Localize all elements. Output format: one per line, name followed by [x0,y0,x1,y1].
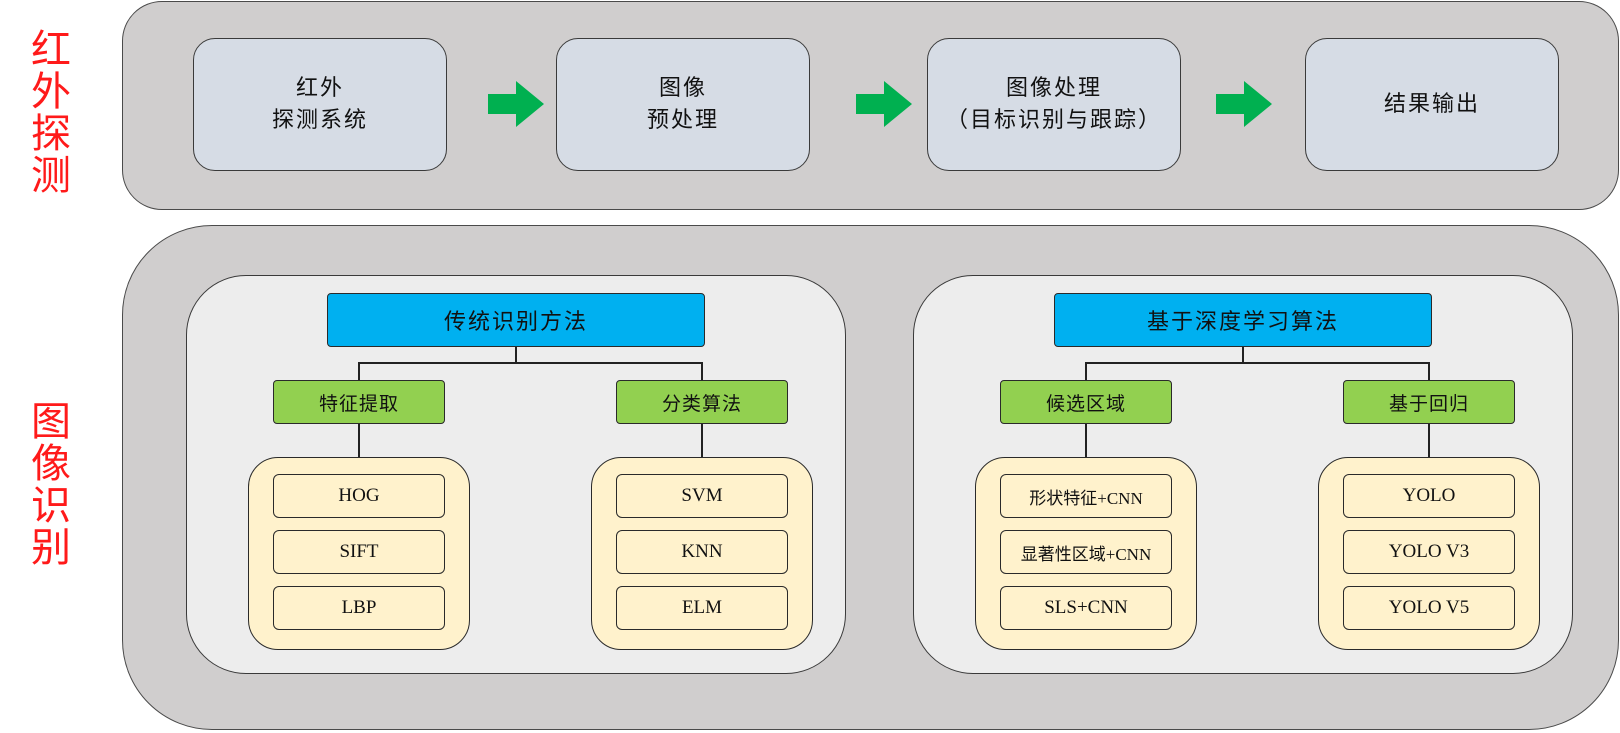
connector-line [358,362,360,380]
step-line1: 图像 [658,75,707,101]
regression-items: YOLO YOLO V3 YOLO V5 [1318,457,1540,650]
step-image-processing: 图像处理 （目标识别与跟踪） [927,38,1181,171]
traditional-methods-group: 传统识别方法 特征提取 分类算法 HOG SIFT LBP SVM KNN EL… [186,275,846,674]
item-yolo: YOLO [1343,474,1515,518]
section-label-infrared-detection: 红外探测 [24,28,70,196]
feature-extraction-items: HOG SIFT LBP [248,457,470,650]
item-svm: SVM [616,474,788,518]
group-title: 传统识别方法 [327,293,705,347]
step-line2: 预处理 [646,107,719,133]
branch-classification-algorithm: 分类算法 [616,380,788,424]
section-label-image-recognition: 图像识别 [24,400,70,568]
right-arrow-icon [488,81,544,127]
step-line2: 探测系统 [271,107,368,133]
connector-line [1085,424,1087,457]
connector-line [1085,362,1087,380]
connector-line [358,424,360,457]
right-arrow-icon [1216,81,1272,127]
item-saliency-region-cnn: 显著性区域+CNN [1000,530,1172,574]
item-sls-cnn: SLS+CNN [1000,586,1172,630]
connector-line [515,347,517,363]
connector-line [1428,362,1430,380]
step-line1: 红外 [295,75,344,101]
right-arrow-icon [856,81,912,127]
candidate-region-items: 形状特征+CNN 显著性区域+CNN SLS+CNN [975,457,1197,650]
connector-line [1428,424,1430,457]
item-lbp: LBP [273,586,445,630]
step-line1: 结果输出 [1383,91,1480,117]
branch-regression-based: 基于回归 [1343,380,1515,424]
classification-items: SVM KNN ELM [591,457,813,650]
item-sift: SIFT [273,530,445,574]
connector-line [701,424,703,457]
step-line1: 图像处理 [1005,75,1102,101]
step-result-output: 结果输出 [1305,38,1559,171]
item-yolo-v3: YOLO V3 [1343,530,1515,574]
step-line2: （目标识别与跟踪） [945,107,1162,133]
item-elm: ELM [616,586,788,630]
step-image-preprocessing: 图像预处理 [556,38,810,171]
item-knn: KNN [616,530,788,574]
connector-line [1085,362,1430,364]
item-hog: HOG [273,474,445,518]
connector-line [701,362,703,380]
step-infrared-detection-system: 红外探测系统 [193,38,447,171]
branch-feature-extraction: 特征提取 [273,380,445,424]
group-title: 基于深度学习算法 [1054,293,1432,347]
connector-line [1242,347,1244,363]
item-yolo-v5: YOLO V5 [1343,586,1515,630]
branch-candidate-region: 候选区域 [1000,380,1172,424]
connector-line [358,362,703,364]
item-shape-feature-cnn: 形状特征+CNN [1000,474,1172,518]
deep-learning-methods-group: 基于深度学习算法 候选区域 基于回归 形状特征+CNN 显著性区域+CNN SL… [913,275,1573,674]
